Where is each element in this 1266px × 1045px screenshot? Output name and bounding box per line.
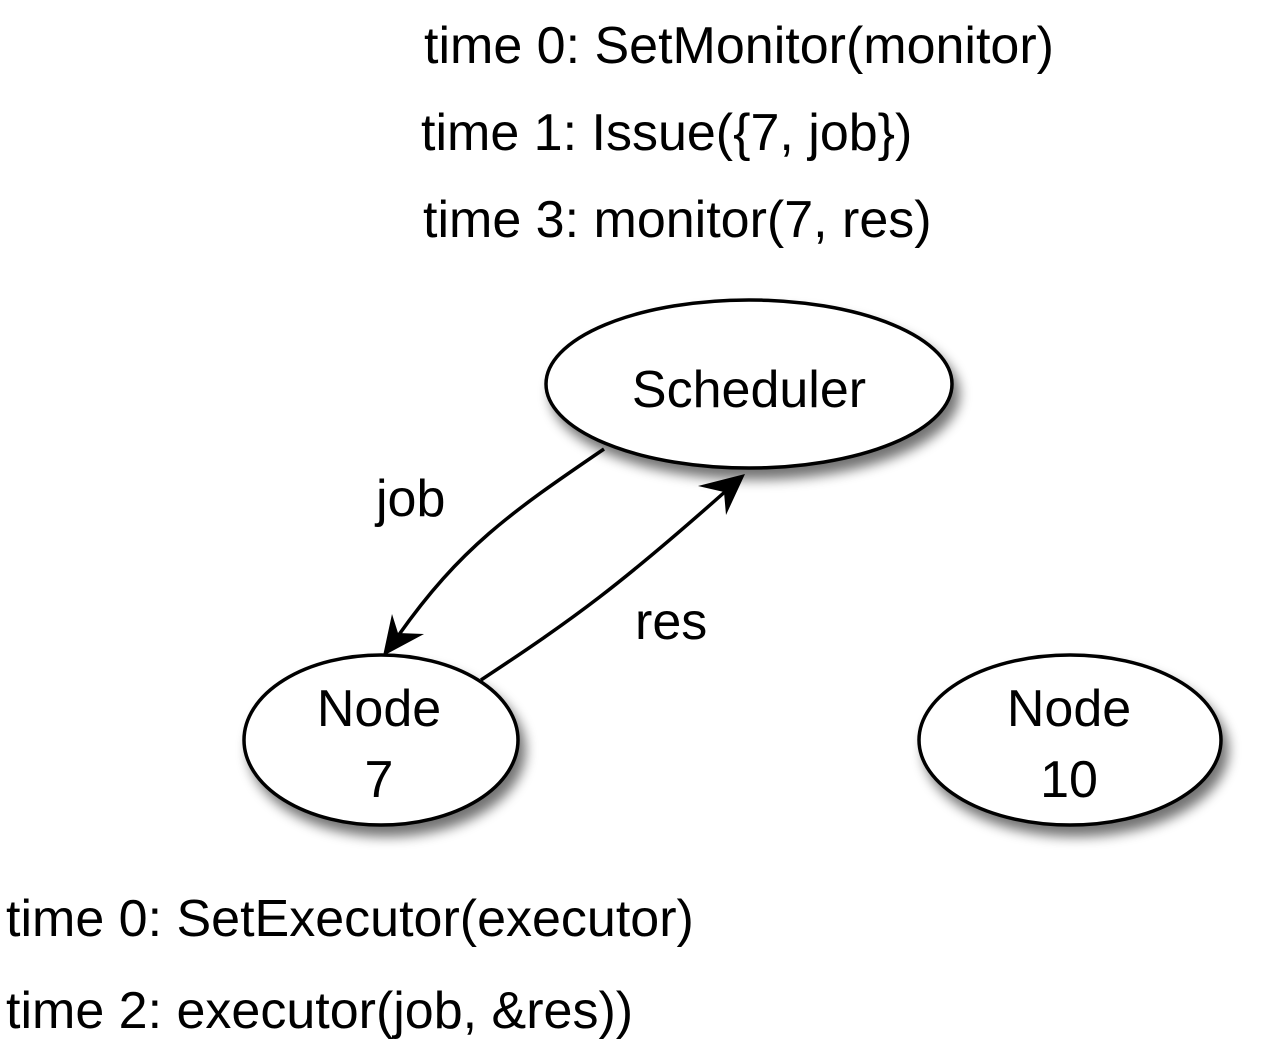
node-log-line-0: time 0: SetExecutor(executor) [6,890,694,948]
res-edge-label: res [635,593,707,651]
node-7-shape [242,653,520,827]
scheduler-log-line-0: time 0: SetMonitor(monitor) [424,17,1054,75]
job-edge-arrowhead [383,614,424,656]
node-7-label-line2: 7 [365,751,394,809]
node-7: Node 7 [242,653,520,827]
scheduler-node-shape [544,298,954,470]
scheduler-node-label: Scheduler [632,361,866,419]
res-edge-line [480,488,729,682]
node-10: Node 10 [917,653,1223,827]
scheduler-node: Scheduler [544,298,954,470]
node-10-label-line1: Node [1007,680,1131,738]
res-edge [480,474,745,682]
node-10-label-line2: 10 [1040,751,1098,809]
job-edge-label: job [374,470,445,528]
scheduler-log-line-2: time 3: monitor(7, res) [423,191,932,249]
node-log-line-1: time 2: executor(job, &res)) [6,982,634,1040]
scheduler-log-line-1: time 1: Issue({7, job}) [421,104,913,162]
node-7-label-line1: Node [317,680,441,738]
job-edge-line [396,447,605,638]
node-10-shape [917,653,1223,827]
job-edge [383,447,605,656]
res-edge-arrowhead [698,474,745,515]
